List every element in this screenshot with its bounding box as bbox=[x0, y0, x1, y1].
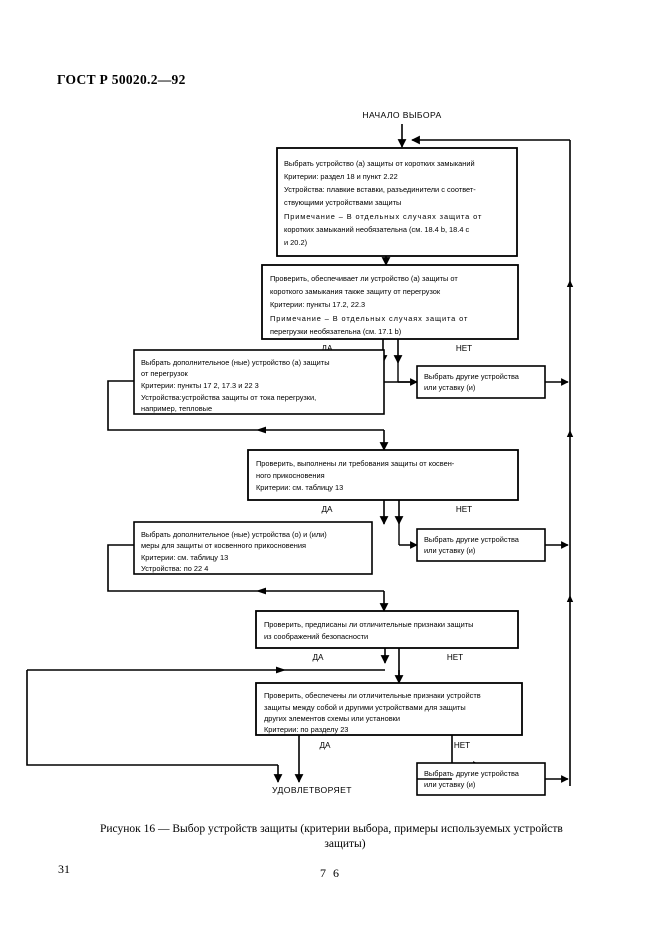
box8-line-1: из соображений безопасности bbox=[264, 632, 368, 641]
check-discrimination-ensured-box bbox=[255, 682, 523, 736]
connector-box3-loop bbox=[107, 380, 384, 431]
box7-line-0: Выбрать другие устройства bbox=[424, 535, 520, 544]
box6-line-0: Выбрать дополнительное (ные) устройства … bbox=[141, 530, 327, 539]
check-indirect-contact-protection-box bbox=[247, 449, 519, 501]
box9-line-0: Проверить, обеспечены ли отличительные п… bbox=[264, 691, 481, 700]
box4-line-0: Выбрать другие устройства bbox=[424, 372, 520, 381]
box1-line-3: ствующими устройствами защиты bbox=[284, 198, 401, 207]
box3-line-4: например, тепловые bbox=[141, 404, 212, 413]
box3-line-1: от перегрузок bbox=[141, 369, 189, 378]
box2-line-0: Проверить, обеспечивает ли устройство (а… bbox=[270, 274, 458, 283]
box2-line-3: Примечание – В отдельных случаях защита … bbox=[270, 314, 468, 323]
box4-line-1: или уставку (и) bbox=[424, 383, 475, 392]
box1-line-6: и 20.2) bbox=[284, 238, 307, 247]
box5-line-1: ного прикосновения bbox=[256, 471, 325, 480]
connector-box8-bypass-vert bbox=[26, 670, 278, 766]
other-devices-box-1 bbox=[416, 365, 546, 399]
box3-line-3: Устройства:устройства защиты от тока пер… bbox=[141, 393, 316, 402]
box6-line-3: Устройства: по 22 4 bbox=[141, 564, 208, 573]
standard-number-header: ГОСТ Р 50020.2—92 bbox=[57, 72, 186, 87]
box2-no-label: НЕТ bbox=[456, 344, 472, 353]
box8-yes-arrow bbox=[276, 666, 286, 674]
box5-yes-label: ДА bbox=[321, 505, 333, 514]
box3-line-2: Критерии: пункты 17 2, 17.3 и 22 3 bbox=[141, 381, 259, 390]
start-label: НАЧАЛО ВЫБОРА bbox=[362, 110, 441, 120]
box9-yes-label: ДА bbox=[319, 741, 331, 750]
box1-line-2: Устройства: плавкие вставки, разъедините… bbox=[284, 185, 476, 194]
box9-line-1: защиты между собой и другими устройствам… bbox=[264, 703, 466, 712]
select-additional-overload-device-box bbox=[133, 349, 385, 415]
footer-number: 7 6 bbox=[320, 866, 341, 880]
caption-line-1: Рисунок 16 — Выбор устройств защиты (кри… bbox=[100, 823, 563, 835]
check-overload-protection-box bbox=[261, 264, 519, 340]
select-additional-indirect-contact-device-box bbox=[133, 521, 373, 575]
box9-line-2: других элементов схемы или установки bbox=[264, 714, 400, 723]
box1-line-4: Примечание – В отдельных случаях защита … bbox=[284, 212, 482, 221]
box1-line-0: Выбрать устройство (а) защиты от коротки… bbox=[284, 159, 475, 168]
return-arrow-2 bbox=[566, 430, 574, 437]
return-arrow-3 bbox=[566, 595, 574, 602]
box8-no-label: НЕТ bbox=[447, 653, 463, 662]
box9-no-label: НЕТ bbox=[454, 741, 470, 750]
check-discrimination-prescribed-box bbox=[255, 610, 519, 649]
box3-line-0: Выбрать дополнительное (ные) устройство … bbox=[141, 358, 330, 367]
connector-box6-loop bbox=[107, 544, 384, 592]
box2-line-1: короткого замыкания также защиту от пере… bbox=[270, 287, 441, 296]
return-arrow-1 bbox=[566, 280, 574, 287]
box7-line-1: или уставку (и) bbox=[424, 546, 475, 555]
box2-line-2: Критерии: пункты 17.2, 22.3 bbox=[270, 300, 365, 309]
box5-line-0: Проверить, выполнены ли требования защит… bbox=[256, 459, 455, 468]
page-number: 31 bbox=[58, 862, 70, 876]
box1-line-1: Критерии: раздел 18 и пункт 2.22 bbox=[284, 172, 398, 181]
box10-line-1: или уставку (и) bbox=[424, 780, 475, 789]
end-label: УДОВЛЕТВОРЯЕТ bbox=[272, 785, 352, 795]
caption-line-2: защиты) bbox=[324, 838, 366, 850]
box3-loop-arrow bbox=[256, 426, 266, 434]
box9-line-3: Критерии: по разделу 23 bbox=[264, 725, 348, 734]
box6-line-2: Критерии: см. таблицу 13 bbox=[141, 553, 228, 562]
box2-line-4: перегрузки необязательна (см. 17.1 b) bbox=[270, 327, 401, 336]
box6-loop-arrow bbox=[256, 587, 266, 595]
box8-line-0: Проверить, предписаны ли отличительные п… bbox=[264, 620, 473, 629]
box8-yes-label: ДА bbox=[312, 653, 324, 662]
box10-line-0: Выбрать другие устройства bbox=[424, 769, 520, 778]
box5-no-label: НЕТ bbox=[456, 505, 472, 514]
box1-line-5: коротких замыканий необязательна (см. 18… bbox=[284, 225, 469, 234]
box2-yes-label: ДА bbox=[321, 344, 333, 353]
figure-caption: Рисунок 16 — Выбор устройств защиты (кри… bbox=[100, 822, 570, 852]
box6-line-1: меры для защиты от косвенного прикоснове… bbox=[141, 541, 306, 550]
box5-line-2: Критерии: см. таблицу 13 bbox=[256, 483, 343, 492]
select-short-circuit-protection-box bbox=[276, 147, 518, 257]
other-devices-box-2 bbox=[416, 528, 546, 562]
